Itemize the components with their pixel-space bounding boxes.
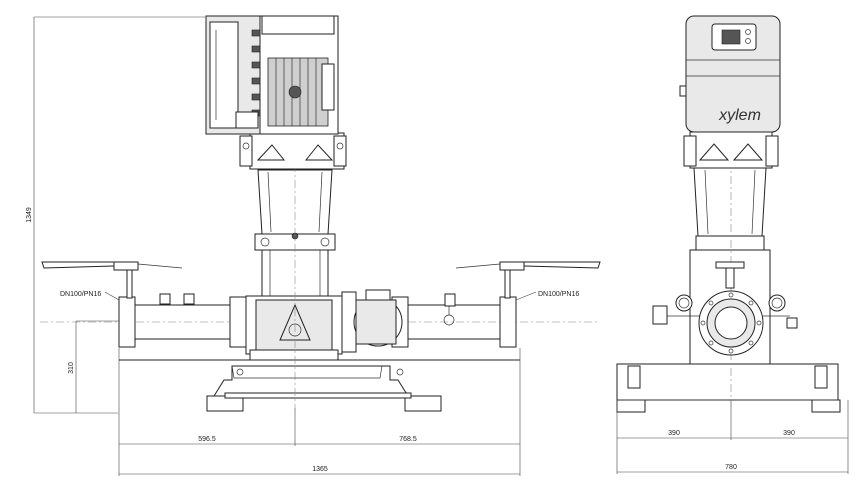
motor [257,15,339,135]
dim-label-310: 310 [68,362,75,374]
pump-body [245,295,343,361]
side-flange [698,290,764,356]
dimension-horizontal: 596.5 768.5 1365 [118,348,521,476]
brand-logo: xylem [718,107,761,124]
side-lantern [683,131,779,169]
pipe-fittings [159,293,456,326]
dim-label-1365: 1365 [312,466,328,473]
side-gauges [652,294,798,329]
side-drive-housing: xylem [679,15,781,133]
dimension-height-total: 1349 [26,16,205,414]
dimension-height-inlet: 310 [68,320,120,413]
dim-label-1349: 1349 [26,207,33,223]
dim-label-390-right: 390 [783,430,795,437]
dim-label-390-left: 390 [668,430,680,437]
drive-controller [205,15,261,135]
dim-label-780: 780 [725,464,737,471]
side-base-frame [616,363,841,413]
header-pipe [40,304,600,340]
flange-label-left: DN100/PN16 [60,291,101,298]
side-view: 390 390 780 [616,15,849,474]
dim-label-596-5: 596.5 [198,436,216,443]
dim-label-768-5: 768.5 [399,436,417,443]
side-dimensions: 390 390 780 [616,400,849,474]
base-skid [119,359,520,412]
flange-label-right: DN100/PN16 [538,291,579,298]
left-isolation-valve: DN100/PN16 [41,261,247,348]
front-view: 1349 310 596.5 768.5 1365 [26,15,601,476]
motor-lantern [239,132,347,170]
check-valve [341,289,403,353]
